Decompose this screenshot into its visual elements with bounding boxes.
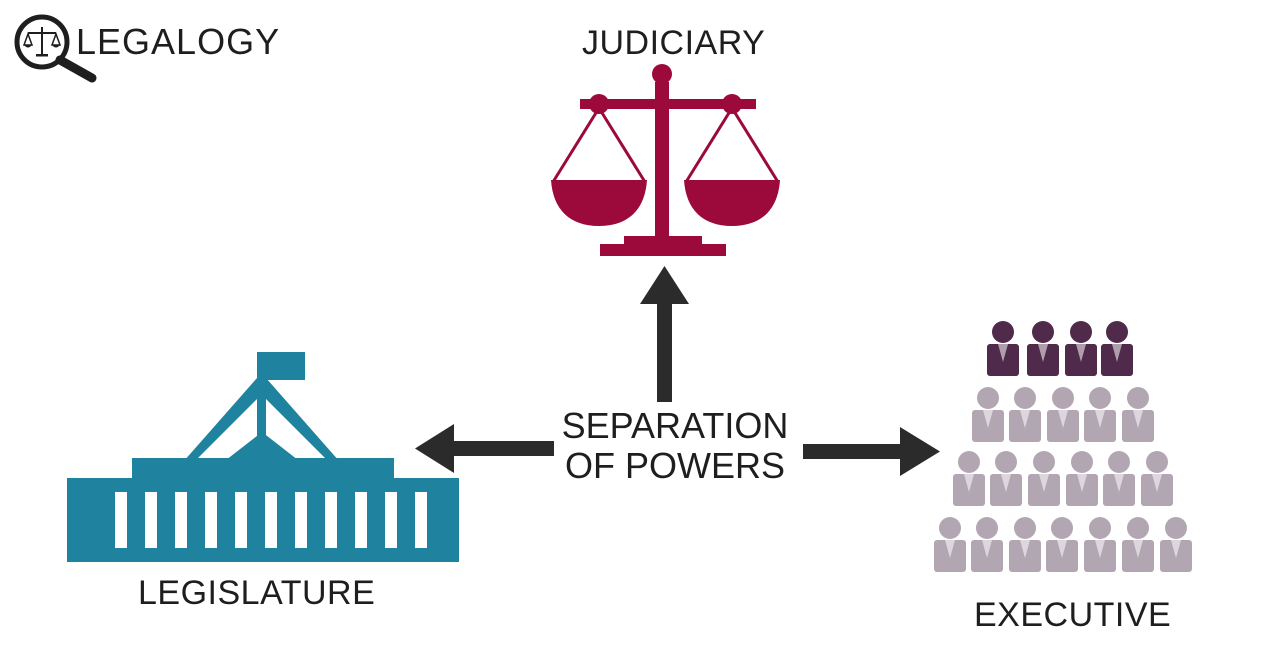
arrow-right — [803, 427, 940, 476]
building-column — [307, 492, 325, 548]
person-icon — [1066, 451, 1098, 506]
people-pyramid-icon — [934, 321, 1192, 572]
arrow-up — [640, 266, 689, 402]
person-icon — [1027, 321, 1059, 376]
person-icon — [1101, 321, 1133, 376]
person-icon — [1084, 387, 1116, 442]
person-icon — [1084, 517, 1116, 572]
center-label-line2: OF POWERS — [564, 445, 785, 486]
person-icon — [971, 517, 1003, 572]
person-icon — [1065, 321, 1097, 376]
building-column — [217, 492, 235, 548]
person-icon — [987, 321, 1019, 376]
arrow-left — [415, 424, 554, 473]
building-column — [367, 492, 385, 548]
executive-label: EXECUTIVE — [974, 596, 1172, 634]
building-column — [157, 492, 175, 548]
logo-text: LEGALOGY — [76, 21, 281, 62]
building-column — [187, 492, 205, 548]
legislature-label: LEGISLATURE — [138, 574, 376, 612]
person-icon — [1103, 451, 1135, 506]
parliament-building-icon — [67, 352, 459, 562]
person-icon — [1122, 517, 1154, 572]
person-icon — [1141, 451, 1173, 506]
person-icon — [1009, 387, 1041, 442]
building-column — [277, 492, 295, 548]
scales-of-justice-icon — [551, 64, 780, 256]
person-icon — [972, 387, 1004, 442]
building-column — [247, 492, 265, 548]
person-icon — [1046, 517, 1078, 572]
separation-of-powers-label: SEPARATION OF POWERS — [545, 406, 805, 486]
person-icon — [934, 517, 966, 572]
building-column — [427, 492, 459, 548]
building-column — [337, 492, 355, 548]
building-column — [397, 492, 415, 548]
magnifier-scales-icon — [14, 14, 97, 83]
person-icon — [1047, 387, 1079, 442]
building-column — [127, 492, 145, 548]
building-column — [67, 492, 99, 548]
judiciary-label: JUDICIARY — [582, 24, 766, 62]
person-icon — [1009, 517, 1041, 572]
person-icon — [990, 451, 1022, 506]
center-label-line1: SEPARATION — [561, 405, 789, 446]
person-icon — [1028, 451, 1060, 506]
person-icon — [953, 451, 985, 506]
person-icon — [1160, 517, 1192, 572]
person-icon — [1122, 387, 1154, 442]
building-column — [97, 492, 115, 548]
